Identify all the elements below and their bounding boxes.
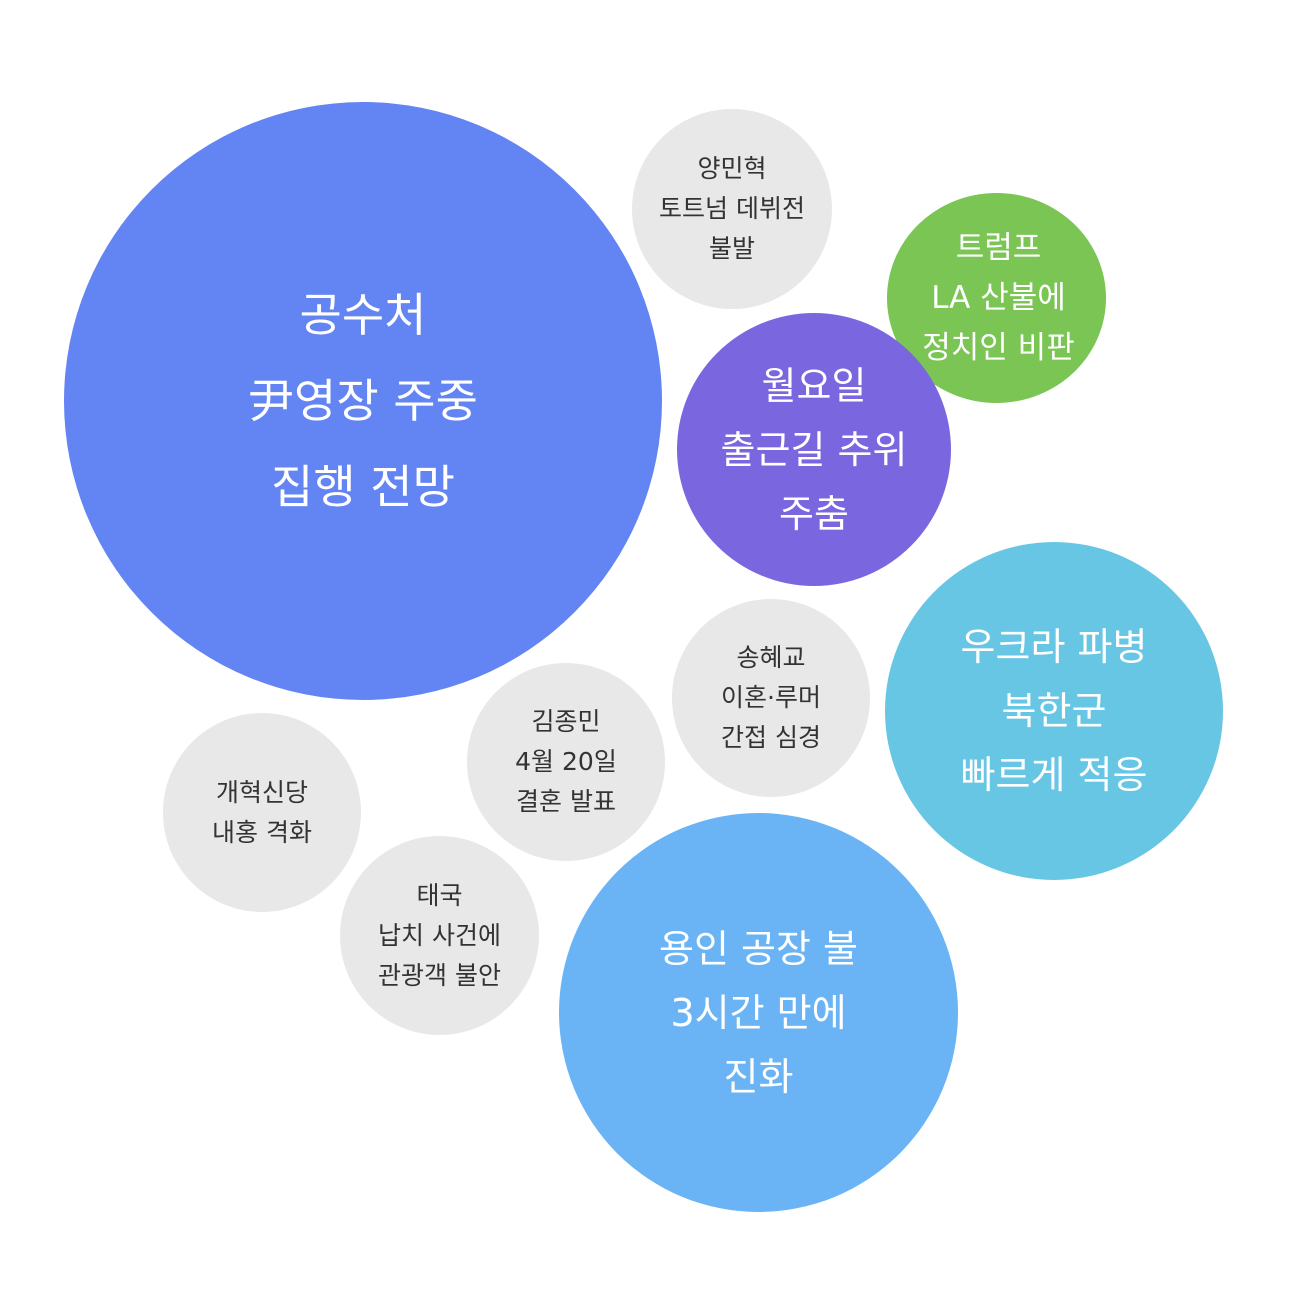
bubble-line: 尹영장 주중 [248, 374, 478, 428]
bubble-line: 불발 [708, 234, 755, 263]
bubble-gongsucheo-warrant[interactable]: 공수처 尹영장 주중 집행 전망 [64, 102, 662, 700]
bubble-line: 결혼 발표 [516, 787, 616, 816]
bubble-line: 트럼프 [955, 230, 1042, 266]
bubble-label: 용인 공장 불 3시간 만에 진화 [659, 917, 858, 1109]
bubble-label: 양민혁 토트넘 데뷔전 불발 [659, 149, 805, 269]
bubble-line: 관광객 불안 [378, 960, 501, 990]
bubble-label: 김종민 4월 20일 결혼 발표 [515, 702, 617, 822]
bubble-monday-cold[interactable]: 월요일 출근길 추위 주춤 [677, 313, 951, 586]
bubble-line: 월요일 [761, 363, 867, 408]
bubble-line: 개혁신당 [215, 777, 308, 807]
bubble-line: LA 산불에 [931, 280, 1066, 316]
bubble-line: 정치인 비판 [922, 330, 1075, 366]
bubble-line: 송혜교 [736, 643, 806, 672]
bubble-line: 토트넘 데뷔전 [659, 194, 805, 223]
bubble-label: 우크라 파병 북한군 빠르게 적응 [961, 615, 1148, 807]
bubble-kim-jongmin-wedding[interactable]: 김종민 4월 20일 결혼 발표 [467, 663, 665, 861]
bubble-line: 우크라 파병 [960, 625, 1148, 669]
bubble-line: 용인 공장 불 [659, 926, 858, 971]
bubble-line: 김종민 [531, 707, 601, 736]
bubble-label: 공수처 尹영장 주중 집행 전망 [248, 272, 478, 530]
bubble-line: 집행 전망 [271, 460, 455, 514]
bubble-line: 4월 20일 [515, 747, 617, 776]
bubble-line: 납치 사건에 [378, 920, 501, 950]
bubble-song-hyekyo[interactable]: 송혜교 이혼·루머 간접 심경 [672, 599, 870, 797]
bubble-line: 내홍 격화 [212, 817, 312, 847]
bubble-line: 간접 심경 [721, 723, 821, 752]
bubble-label: 트럼프 LA 산불에 정치인 비판 [920, 223, 1075, 373]
bubble-line: 빠르게 적응 [960, 753, 1148, 797]
bubble-line: 공수처 [299, 288, 427, 342]
bubble-yang-minhyeok-debut[interactable]: 양민혁 토트넘 데뷔전 불발 [632, 109, 832, 309]
bubble-thailand-kidnapping[interactable]: 태국 납치 사건에 관광객 불안 [340, 836, 539, 1035]
bubble-ukraine-north-korean-troops[interactable]: 우크라 파병 북한군 빠르게 적응 [885, 542, 1223, 880]
bubble-line: 3시간 만에 [670, 990, 847, 1035]
bubble-line: 이혼·루머 [721, 683, 821, 712]
bubble-label: 태국 납치 사건에 관광객 불안 [378, 876, 501, 996]
bubble-label: 월요일 출근길 추위 주춤 [721, 354, 908, 546]
bubble-line: 진화 [723, 1054, 794, 1099]
bubble-line: 양민혁 [697, 154, 767, 183]
bubble-line: 태국 [416, 880, 463, 910]
bubble-label: 송혜교 이혼·루머 간접 심경 [721, 638, 821, 758]
bubble-line: 주춤 [779, 491, 849, 536]
bubble-yongin-factory-fire[interactable]: 용인 공장 불 3시간 만에 진화 [559, 813, 958, 1212]
bubble-label: 개혁신당 내홍 격화 [212, 773, 312, 853]
bubble-reform-party-conflict[interactable]: 개혁신당 내홍 격화 [163, 713, 361, 912]
bubble-line: 북한군 [1001, 689, 1107, 733]
bubble-line: 출근길 추위 [720, 427, 908, 472]
